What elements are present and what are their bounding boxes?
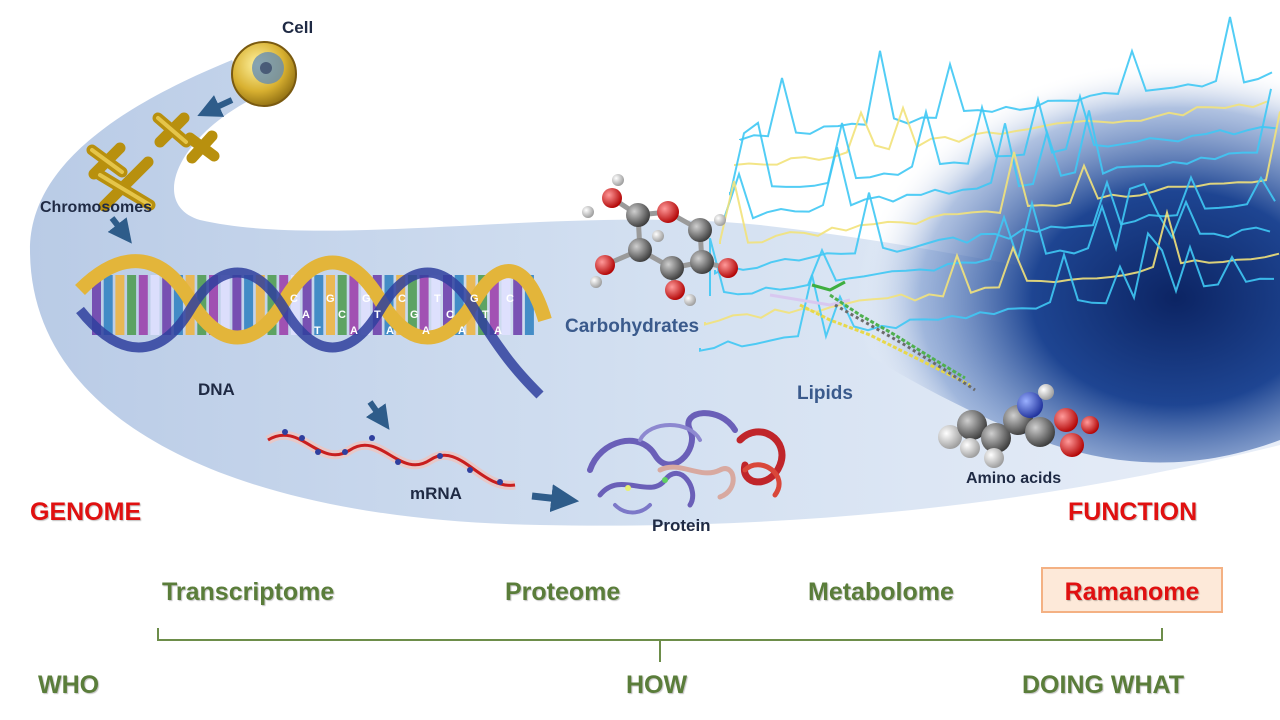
dna-base-pair xyxy=(443,275,452,335)
dna-base-pair xyxy=(454,275,464,335)
dna-base-letter: A xyxy=(458,325,466,337)
dna-base-pair xyxy=(337,275,347,335)
raman-spectra-lines xyxy=(699,16,1280,352)
dna-base-pair xyxy=(138,275,148,335)
dna-base-letter: A xyxy=(386,325,394,337)
dna-base-pair xyxy=(244,275,254,335)
dna-base-pair xyxy=(524,275,534,335)
dna-base-pair xyxy=(127,275,137,335)
dna-base-letter: C xyxy=(398,293,406,305)
raman-spectra-panel xyxy=(699,16,1280,463)
genome-label: GENOME xyxy=(30,498,141,526)
dna-base-pair xyxy=(419,275,429,335)
dna-base-pair xyxy=(314,275,324,335)
dna-base-letter: G xyxy=(326,293,335,305)
arrow-chromosomes-to-dna xyxy=(107,216,132,244)
raman-spectrum-line xyxy=(719,111,1280,244)
doing-what-label: DOING WHAT xyxy=(1022,671,1184,699)
dna-base-pair xyxy=(220,275,230,335)
dna-base-pair xyxy=(209,275,218,335)
dna-base-pair xyxy=(173,275,183,335)
protein-structure xyxy=(587,410,786,515)
dna-base-pair xyxy=(407,275,417,335)
dna-base-letter: C xyxy=(338,309,346,321)
dna-base-pair xyxy=(431,275,441,335)
dna-base-pair xyxy=(396,275,406,335)
omics-bracket xyxy=(157,628,1163,662)
arrow-cell-to-chromosomes xyxy=(197,95,234,117)
dna-base-letter: A xyxy=(350,325,358,337)
dna-base-letter: C xyxy=(506,293,514,305)
dna-base-pair xyxy=(162,275,172,335)
arrow-mrna-to-protein xyxy=(531,484,580,513)
dna-base-pair xyxy=(103,275,113,335)
chromosomes-label: Chromosomes xyxy=(40,199,152,216)
proteome-label: Proteome xyxy=(505,578,620,606)
dna-base-pair xyxy=(150,275,160,335)
dna-base-pairs xyxy=(92,275,534,335)
ramanome-label: Ramanome xyxy=(1065,578,1200,606)
dna-base-pair xyxy=(255,275,265,335)
dna-base-letter: T xyxy=(434,293,441,305)
dna-base-letter: A xyxy=(302,309,310,321)
dna-base-letter: A xyxy=(494,325,502,337)
cell-illustration xyxy=(231,41,297,107)
metabolome-label: Metabolome xyxy=(808,578,954,606)
ramanome-box xyxy=(1041,567,1223,613)
dna-base-letter: T xyxy=(374,309,381,321)
dna-base-pair xyxy=(361,275,371,335)
cell-label: Cell xyxy=(282,18,313,37)
dna-base-letter: C xyxy=(446,309,454,321)
dna-base-letter: T xyxy=(314,325,321,337)
dna-base-pair xyxy=(115,275,125,335)
dna-base-letter: C xyxy=(290,293,298,305)
raman-spectrum-line xyxy=(714,174,1276,275)
amino-acids-label: Amino acids xyxy=(966,470,1061,487)
lipids-label: Lipids xyxy=(797,383,853,404)
raman-spectrum-line xyxy=(699,231,1275,352)
dna-base-letter: T xyxy=(482,309,489,321)
carbohydrate-molecule xyxy=(582,174,738,306)
dna-base-pair xyxy=(92,275,101,335)
protein-label: Protein xyxy=(652,516,711,535)
arrow-dna-to-mrna xyxy=(365,400,390,430)
function-label: FUNCTION xyxy=(1068,498,1197,526)
raman-spectrum-line xyxy=(729,92,1277,196)
amino-acid-molecule xyxy=(938,384,1099,468)
raman-spectrum-line xyxy=(739,16,1273,141)
dna-label: DNA xyxy=(198,380,235,399)
lipid-molecule xyxy=(769,280,976,392)
dna-base-letter: G xyxy=(362,293,371,305)
dna-base-pair xyxy=(513,275,523,335)
dna-base-letter: A xyxy=(422,325,430,337)
chromosomes-illustration xyxy=(86,112,220,212)
dna-base-pair xyxy=(290,275,300,335)
dna-base-pair xyxy=(232,275,242,335)
transcriptome-label: Transcriptome xyxy=(162,578,334,606)
dna-base-pair xyxy=(326,275,335,335)
dna-base-pair xyxy=(349,275,359,335)
mrna-label: mRNA xyxy=(410,484,462,503)
dna-base-pair xyxy=(197,275,207,335)
dna-base-letter: G xyxy=(410,309,419,321)
raman-spectrum-line xyxy=(704,208,1280,326)
raman-spectrum-line xyxy=(709,182,1271,296)
dna-base-pair xyxy=(501,275,511,335)
dna-base-pair xyxy=(489,275,499,335)
dna-base-pair xyxy=(302,275,312,335)
dna-base-letter: G xyxy=(470,293,479,305)
dna-base-pair xyxy=(267,275,277,335)
raman-spectrum-line xyxy=(724,88,1272,220)
how-label: HOW xyxy=(626,671,688,699)
dna-base-pair xyxy=(478,275,488,335)
mrna-strand xyxy=(265,429,516,490)
who-label: WHO xyxy=(38,671,99,699)
carbohydrates-label: Carbohydrates xyxy=(565,316,699,337)
raman-spectrum-line xyxy=(734,100,1268,166)
